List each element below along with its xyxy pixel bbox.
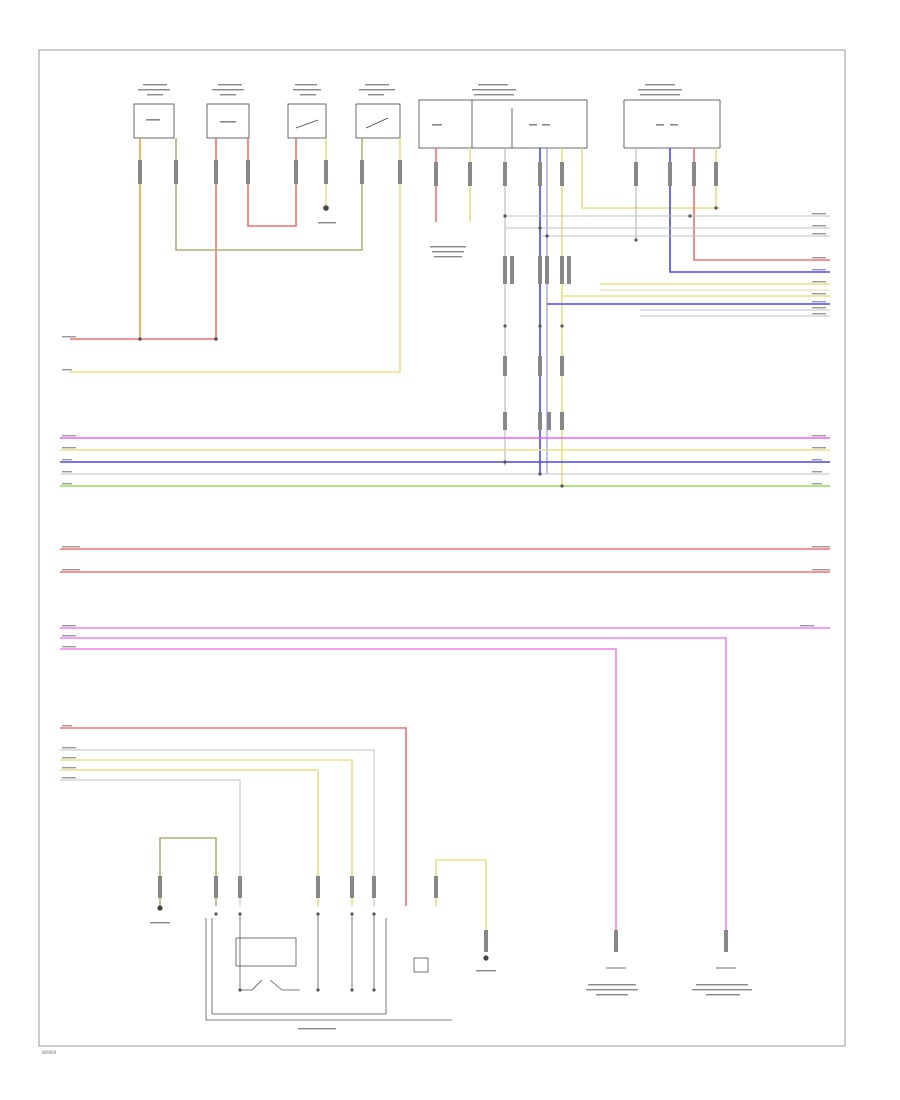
diagram-frame [38, 49, 846, 1047]
component-labels [138, 84, 682, 126]
bus-pink-4 [60, 648, 617, 948]
footer-code: W0000 [42, 1050, 57, 1055]
row-labels [62, 213, 830, 779]
switch-box-4 [355, 103, 401, 139]
wire-olive-1 [175, 138, 363, 251]
connector-ticks [138, 160, 728, 952]
splice-dots [138, 206, 718, 992]
wires [60, 138, 830, 948]
top-components [133, 99, 721, 149]
module-box-5 [418, 99, 588, 149]
wire-red-bottom [60, 727, 407, 906]
wire-red-3 [247, 138, 297, 227]
component-box-1 [133, 103, 175, 139]
bus-pink-3 [60, 637, 727, 948]
switch-box-3 [287, 103, 327, 139]
ground-symbols [157, 205, 736, 969]
component-box-2 [206, 103, 250, 139]
bottom-module [205, 914, 452, 1021]
wire-yellow-2 [70, 138, 401, 373]
